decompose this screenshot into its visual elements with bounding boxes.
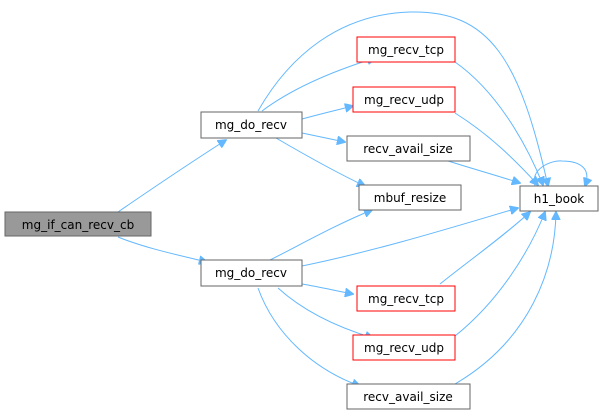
node-label-h1-book: h1_book	[534, 192, 585, 206]
node-label-mg-recv-udp-1: mg_recv_udp	[364, 93, 444, 107]
node-recv-avail-size-1[interactable]: recv_avail_size	[346, 135, 471, 162]
edge-recv-tcp-2-to-h1-book	[439, 212, 530, 285]
node-mbuf-resize[interactable]: mbuf_resize	[358, 184, 462, 211]
node-mg-do-recv-1[interactable]: mg_do_recv	[200, 111, 303, 139]
node-label-mg-recv-udp-2: mg_recv_udp	[364, 341, 444, 355]
node-label-recv-avail-size-2: recv_avail_size	[363, 390, 453, 404]
node-label-mbuf-resize: mbuf_resize	[374, 191, 446, 205]
edge-do-recv-2-to-mbuf-resize	[269, 210, 372, 261]
edge-do-recv-2-to-recv-avail-2	[257, 287, 360, 386]
node-mg-recv-tcp-1[interactable]: mg_recv_tcp	[356, 36, 456, 63]
node-label-mg-if-can-recv-cb: mg_if_can_recv_cb	[22, 218, 134, 232]
edge-recv-avail-1-to-h1-book	[444, 159, 520, 183]
edge-do-recv-2-to-recv-tcp-2	[301, 283, 353, 294]
edges	[117, 11, 587, 386]
edge-do-recv-1-to-mbuf-resize	[275, 137, 365, 186]
nodes: mg_if_can_recv_cb mg_do_recv mg_do_recv …	[4, 36, 599, 410]
edge-do-recv-2-to-recv-udp-2	[277, 287, 373, 338]
node-label-mg-do-recv-2: mg_do_recv	[215, 266, 287, 280]
node-mg-recv-udp-1[interactable]: mg_recv_udp	[352, 86, 456, 113]
node-label-recv-avail-size-1: recv_avail_size	[363, 142, 453, 156]
node-mg-recv-tcp-2[interactable]: mg_recv_tcp	[356, 285, 456, 312]
edge-root-to-mg-do-recv-1	[117, 140, 226, 213]
node-h1-book[interactable]: h1_book	[519, 185, 599, 212]
node-mg-do-recv-2[interactable]: mg_do_recv	[200, 259, 303, 287]
node-label-mg-recv-tcp-2: mg_recv_tcp	[368, 292, 444, 306]
edge-root-to-mg-do-recv-2	[117, 236, 207, 262]
edge-do-recv-1-to-recv-udp-1	[301, 106, 353, 120]
edge-do-recv-2-to-h1-book	[301, 208, 518, 267]
edge-recv-udp-2-to-h1-book	[454, 212, 545, 337]
node-mg-if-can-recv-cb[interactable]: mg_if_can_recv_cb	[4, 211, 152, 237]
edge-do-recv-1-to-recv-avail-1	[301, 132, 345, 142]
edge-recv-tcp-1-to-h1-book	[454, 61, 543, 185]
edge-recv-udp-1-to-h1-book	[454, 112, 538, 185]
node-label-mg-do-recv-1: mg_do_recv	[215, 118, 287, 132]
edge-h1-book-self	[533, 160, 587, 186]
node-mg-recv-udp-2[interactable]: mg_recv_udp	[352, 334, 456, 361]
edge-do-recv-1-to-recv-tcp-1	[261, 58, 375, 112]
edge-recv-avail-2-to-h1-book	[454, 212, 556, 385]
edge-do-recv-1-to-h1-book	[257, 11, 548, 186]
node-label-mg-recv-tcp-1: mg_recv_tcp	[368, 43, 444, 57]
node-recv-avail-size-2[interactable]: recv_avail_size	[346, 383, 471, 410]
